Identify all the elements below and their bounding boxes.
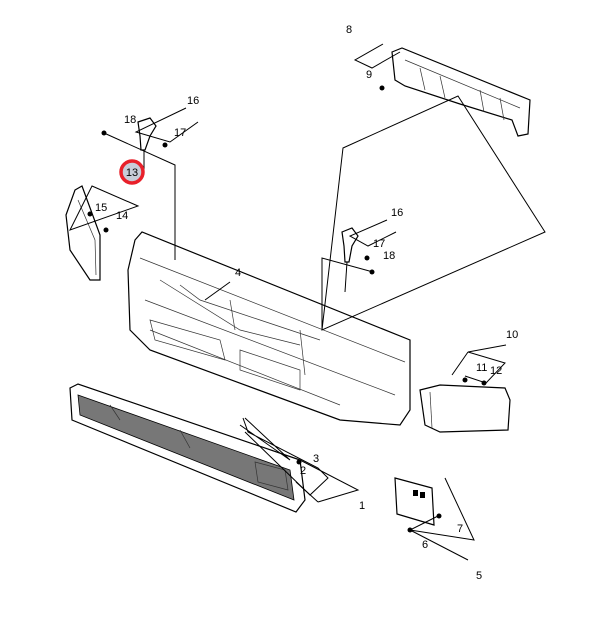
callout-7[interactable]: 7 — [457, 523, 463, 535]
callout-2[interactable]: 2 — [300, 465, 306, 477]
callout-18[interactable]: 18 — [124, 114, 136, 126]
callout-13-highlight[interactable]: 13 — [119, 159, 145, 185]
latch-right[interactable] — [341, 227, 359, 293]
callout-10[interactable]: 10 — [506, 329, 518, 341]
latch-left[interactable] — [137, 117, 157, 170]
callout-5[interactable]: 5 — [476, 570, 482, 582]
callout-13[interactable]: 13 — [126, 167, 138, 179]
callout-12[interactable]: 12 — [490, 365, 502, 377]
callout-15[interactable]: 15 — [95, 202, 107, 214]
bumper[interactable] — [127, 231, 411, 426]
grille[interactable] — [69, 383, 306, 513]
callout-1[interactable]: 1 — [359, 500, 365, 512]
mounting-bracket[interactable] — [391, 47, 531, 137]
callout-4[interactable]: 4 — [235, 267, 241, 279]
leader-lines — [68, 43, 546, 561]
callout-17-right[interactable]: 17 — [373, 238, 385, 250]
left-end-cap[interactable] — [65, 185, 101, 281]
plate-bracket[interactable] — [394, 477, 435, 526]
callout-14[interactable]: 14 — [116, 210, 128, 222]
callout-9[interactable]: 9 — [366, 69, 372, 81]
callout-16[interactable]: 16 — [187, 95, 199, 107]
callout-6[interactable]: 6 — [422, 539, 428, 551]
right-end-cap[interactable] — [419, 384, 511, 433]
callout-18-right[interactable]: 18 — [383, 250, 395, 262]
callout-17[interactable]: 17 — [174, 127, 186, 139]
callout-11[interactable]: 11 — [476, 362, 487, 374]
callout-8[interactable]: 8 — [346, 24, 352, 36]
callout-16-right[interactable]: 16 — [391, 207, 403, 219]
callout-3[interactable]: 3 — [313, 453, 319, 465]
